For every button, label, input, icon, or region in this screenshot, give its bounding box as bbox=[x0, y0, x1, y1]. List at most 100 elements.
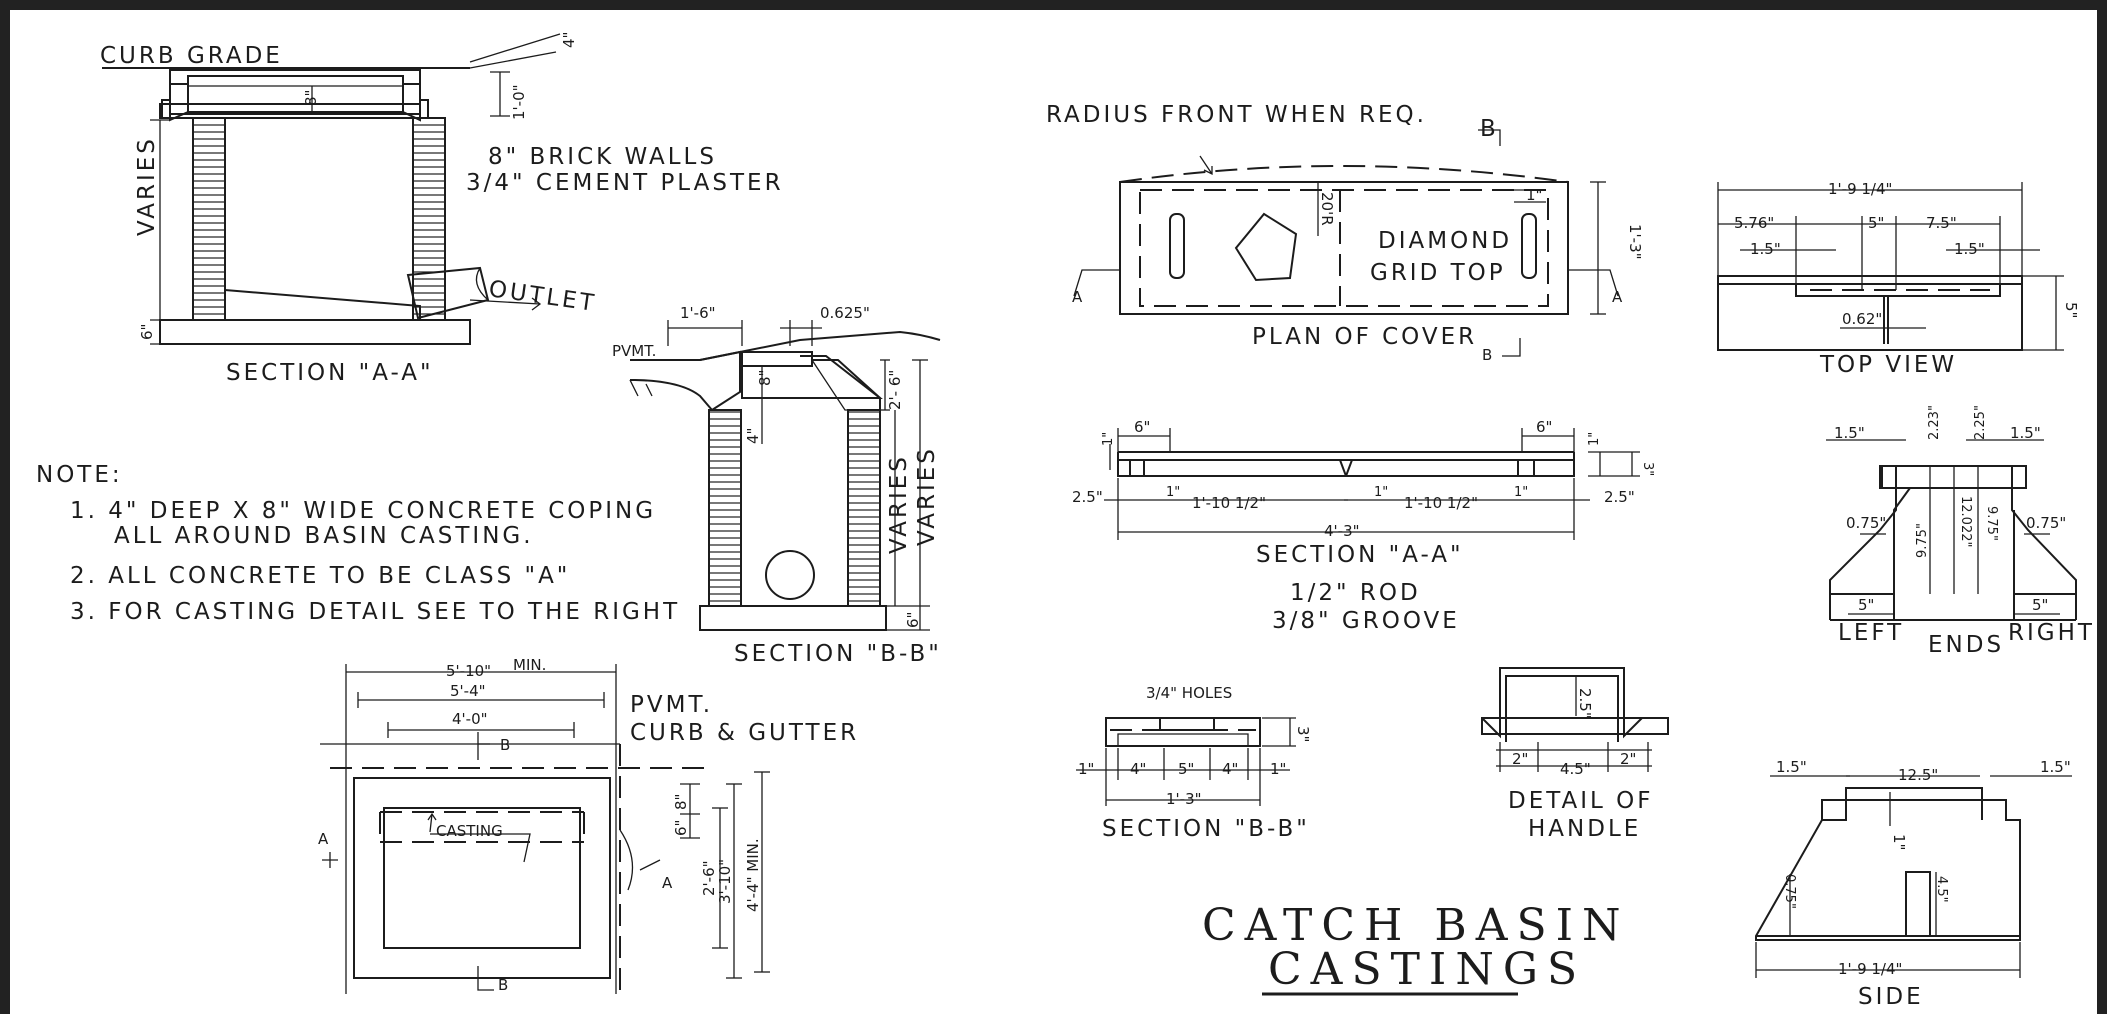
section-aa-basin bbox=[102, 33, 561, 345]
curb-grade-label: CURB GRADE bbox=[100, 43, 283, 69]
pvmt-label-bb: PVMT. bbox=[612, 342, 656, 360]
plan-of-cover-label: PLAN OF COVER bbox=[1252, 324, 1477, 350]
brick-walls-note: 8" BRICK WALLS bbox=[488, 144, 717, 170]
dim-12022: 12.022" bbox=[1958, 496, 1973, 547]
top-view bbox=[1717, 182, 2064, 351]
casting-label: CASTING bbox=[436, 822, 503, 840]
dim-5-ends-r: 5" bbox=[2032, 596, 2048, 614]
dim-075-ends-l: 0.75" bbox=[1846, 514, 1886, 532]
dim-1in-a: 1" bbox=[1101, 432, 1116, 446]
cut-b-cover-bottom: B bbox=[1482, 346, 1492, 364]
dim-3in-bb-cover: 3" bbox=[1294, 726, 1312, 742]
sheet-title-line2: CASTINGS bbox=[1268, 944, 1586, 995]
dim-2-handle-r: 2" bbox=[1620, 750, 1636, 768]
dim-4ft0: 4'-0" bbox=[452, 710, 488, 728]
notes-heading: NOTE: bbox=[36, 462, 123, 488]
section-bb-basin bbox=[629, 320, 941, 631]
curb-gutter-label: CURB & GUTTER bbox=[630, 720, 859, 746]
dim-15-top-r: 1.5" bbox=[1954, 240, 1985, 258]
dim-6in-bb: 6" bbox=[904, 612, 922, 628]
section-aa-cover-label: SECTION "A-A" bbox=[1256, 542, 1464, 568]
handle-label-1: DETAIL OF bbox=[1508, 788, 1653, 814]
note-2: 2. ALL CONCRETE TO BE CLASS "A" bbox=[70, 563, 570, 589]
dim-15-side-l: 1.5" bbox=[1776, 758, 1807, 776]
note-1: 1. 4" DEEP X 8" WIDE CONCRETE COPING bbox=[70, 498, 656, 524]
dim-6in: 6" bbox=[138, 324, 156, 340]
dim-4-bb-r: 4" bbox=[1222, 760, 1238, 778]
cut-a-left: A bbox=[318, 830, 329, 848]
dim-062: 0.62" bbox=[1842, 310, 1882, 328]
cut-b-top: B bbox=[500, 736, 510, 754]
dim-45-handle: 4.5" bbox=[1560, 760, 1591, 778]
section-aa-cover bbox=[1104, 428, 1640, 540]
dim-1ft0: 1'-0" bbox=[510, 84, 528, 120]
varies-bb-b: VARIES bbox=[914, 446, 940, 546]
brick-wall-right bbox=[413, 118, 445, 320]
grid-top-label: GRID TOP bbox=[1370, 260, 1506, 286]
cut-a-cover-right: A bbox=[1612, 288, 1623, 306]
radius-front-note: RADIUS FRONT WHEN REQ. bbox=[1046, 102, 1427, 128]
dim-8in: 8" bbox=[302, 90, 320, 106]
dim-8in-bb: 8" bbox=[756, 370, 774, 386]
dim-6in-plan: 6" bbox=[672, 820, 690, 836]
dim-975-l: 9.75" bbox=[1915, 523, 1930, 558]
top-view-label: TOP VIEW bbox=[1819, 352, 1957, 378]
dim-5-top: 5" bbox=[1868, 214, 1884, 232]
groove-note: 3/8" GROOVE bbox=[1272, 608, 1460, 634]
dim-125-side: 12.5" bbox=[1898, 766, 1938, 784]
dim-25-r: 2.5" bbox=[1604, 488, 1635, 506]
dim-25-l: 2.5" bbox=[1072, 488, 1103, 506]
varies-label: VARIES bbox=[134, 136, 160, 236]
dim-1ft10-l: 1'-10 1/2" bbox=[1192, 494, 1266, 512]
pvmt-label-plan: PVMT. bbox=[630, 692, 713, 718]
dim-4-bb-l: 4" bbox=[1130, 760, 1146, 778]
dim-1ft10-r: 1'-10 1/2" bbox=[1404, 494, 1478, 512]
dim-1ft3-cover: 1'-3" bbox=[1626, 224, 1644, 260]
rod-note: 1/2" ROD bbox=[1290, 580, 1421, 606]
dim-15-ends-l: 1.5" bbox=[1834, 424, 1865, 442]
dim-1-bb-l: 1" bbox=[1078, 760, 1094, 778]
ends-right-label: RIGHT bbox=[2008, 620, 2095, 646]
holes-label: 3/4" HOLES bbox=[1146, 684, 1232, 702]
dim-6in-r: 6" bbox=[1536, 418, 1552, 436]
varies-bb-a: VARIES bbox=[886, 454, 912, 554]
sheet-title-line1: CATCH BASIN bbox=[1202, 900, 1630, 951]
ends-label: ENDS bbox=[1928, 632, 2004, 658]
dim-15-ends-r: 1.5" bbox=[2010, 424, 2041, 442]
dim-75: 7.5" bbox=[1926, 214, 1957, 232]
section-bb-basin-label: SECTION "B-B" bbox=[734, 641, 942, 667]
dim-5-bb: 5" bbox=[1178, 760, 1194, 778]
dim-1in-d: 1" bbox=[1514, 485, 1528, 500]
cut-b-bottom: B bbox=[498, 976, 508, 994]
dim-225: 2.25" bbox=[1973, 405, 1988, 440]
dim-2ft6-bb: 2'- 6" bbox=[886, 370, 904, 410]
dim-5-top-side: 5" bbox=[2062, 302, 2080, 318]
dim-5ft4: 5'-4" bbox=[450, 682, 486, 700]
dim-075-ends-r: 0.75" bbox=[2026, 514, 2066, 532]
dim-8in-plan: 8" bbox=[672, 794, 690, 810]
dim-576: 5.76" bbox=[1734, 214, 1774, 232]
side-label: SIDE bbox=[1858, 984, 1924, 1010]
dim-1in-c: 1" bbox=[1374, 485, 1388, 500]
dim-3in: 3" bbox=[1640, 462, 1655, 476]
dim-4ft4-plan: 4'-4" MIN. bbox=[744, 838, 762, 912]
plan-basin bbox=[320, 664, 770, 994]
brick-wall-left bbox=[193, 118, 225, 320]
dim-2-handle-l: 2" bbox=[1512, 750, 1528, 768]
note-1-cont: ALL AROUND BASIN CASTING. bbox=[114, 523, 534, 549]
dim-6in-l: 6" bbox=[1134, 418, 1150, 436]
dim-1in-b: 1" bbox=[1166, 485, 1180, 500]
dim-1in-cover: 1" bbox=[1526, 186, 1542, 204]
dim-5ft10: 5'-10" bbox=[446, 662, 491, 680]
ends-left-label: LEFT bbox=[1838, 620, 1904, 646]
dim-1-side: 1" bbox=[1890, 834, 1908, 850]
cut-a-cover-left: A bbox=[1072, 288, 1083, 306]
brick-wall-bb-right bbox=[848, 410, 880, 606]
dim-1ft3-bb: 1'-3" bbox=[1166, 790, 1202, 808]
dim-223: 2.23" bbox=[1927, 405, 1942, 440]
dim-15-side-r: 1.5" bbox=[2040, 758, 2071, 776]
handle-detail bbox=[1481, 667, 1669, 772]
dim-1in-e: 1" bbox=[1587, 432, 1602, 446]
note-3: 3. FOR CASTING DETAIL SEE TO THE RIGHT bbox=[70, 599, 680, 625]
